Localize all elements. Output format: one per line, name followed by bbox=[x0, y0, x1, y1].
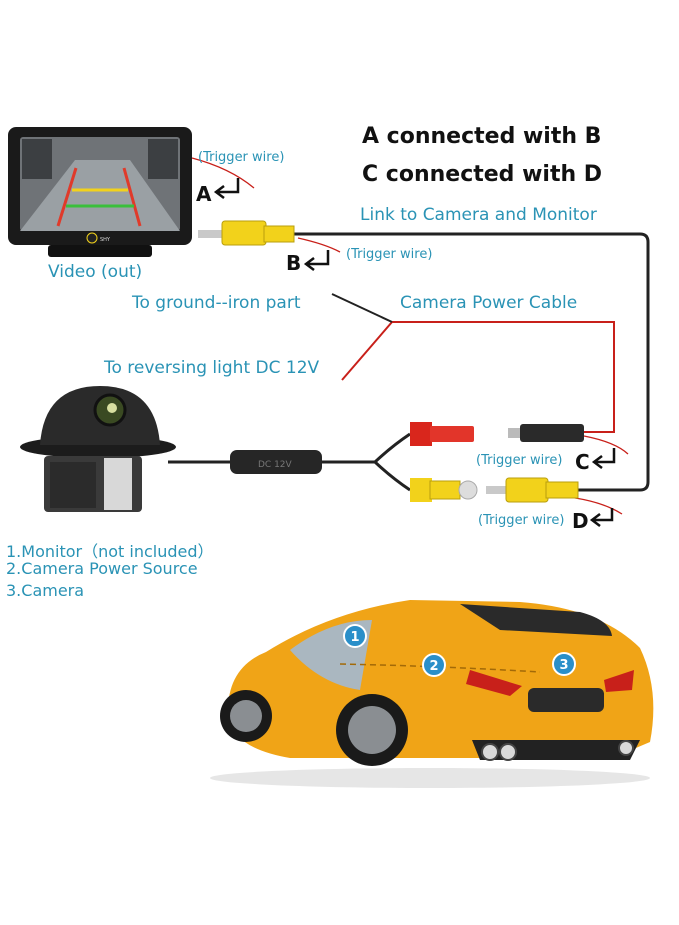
trigger-wire-a bbox=[191, 157, 255, 189]
monitor bbox=[8, 127, 192, 257]
connector-letter-b: B bbox=[286, 251, 302, 275]
trigger-label-a: (Trigger wire) bbox=[198, 150, 285, 165]
split-cable-red bbox=[373, 432, 411, 464]
trigger-wire-c bbox=[583, 435, 629, 455]
header-line-2: C connected with D bbox=[362, 162, 603, 187]
ground-label: To ground--iron part bbox=[132, 293, 301, 313]
split-cable-yellow bbox=[373, 460, 411, 492]
car-marker-3: 3 bbox=[552, 652, 576, 676]
connector-letter-c: C bbox=[575, 450, 590, 474]
trigger-label-c: (Trigger wire) bbox=[476, 453, 563, 468]
inline-module bbox=[230, 450, 322, 474]
connector-arrows bbox=[213, 178, 616, 527]
legend-item-1: 1.Monitor（not included） bbox=[6, 542, 214, 561]
svg-text:3: 3 bbox=[559, 658, 568, 673]
trigger-label-d: (Trigger wire) bbox=[478, 513, 565, 528]
arrow-c-icon bbox=[591, 448, 616, 469]
car-marker-2: 2 bbox=[422, 653, 446, 677]
ground-wire bbox=[331, 293, 393, 323]
rca-connector-monitor bbox=[198, 220, 295, 246]
red-power-wire bbox=[341, 321, 615, 433]
legend-item-3: 3.Camera bbox=[6, 581, 85, 600]
car-marker-1: 1 bbox=[343, 624, 367, 648]
svg-text:2: 2 bbox=[429, 659, 438, 674]
arrow-a-icon bbox=[213, 178, 240, 199]
rca-connector-camera bbox=[410, 478, 478, 502]
arrow-d-icon bbox=[589, 508, 614, 527]
link-text: Link to Camera and Monitor bbox=[360, 205, 597, 225]
main-video-cable bbox=[292, 232, 650, 492]
trigger-label-b: (Trigger wire) bbox=[346, 247, 433, 262]
svg-text:1: 1 bbox=[350, 630, 359, 645]
camera bbox=[20, 386, 176, 512]
dc-connector bbox=[508, 424, 584, 442]
monitor-brand: SHY bbox=[100, 237, 111, 243]
legend-item-2: 2.Camera Power Source bbox=[6, 559, 198, 578]
trigger-wire-b bbox=[297, 237, 341, 253]
power-cable-label: Camera Power Cable bbox=[400, 293, 578, 313]
module-label: DC 12V bbox=[258, 460, 293, 470]
rca-connector-extension bbox=[486, 477, 579, 503]
connector-letter-d: D bbox=[572, 509, 589, 533]
rca-connector-red bbox=[410, 422, 474, 446]
car bbox=[210, 600, 654, 788]
arrow-b-icon bbox=[303, 250, 330, 271]
header-line-1: A connected with B bbox=[362, 124, 602, 149]
connector-letter-a: A bbox=[196, 182, 212, 206]
video-out-label: Video (out) bbox=[48, 262, 143, 282]
reversing-light-label: To reversing light DC 12V bbox=[104, 358, 320, 378]
